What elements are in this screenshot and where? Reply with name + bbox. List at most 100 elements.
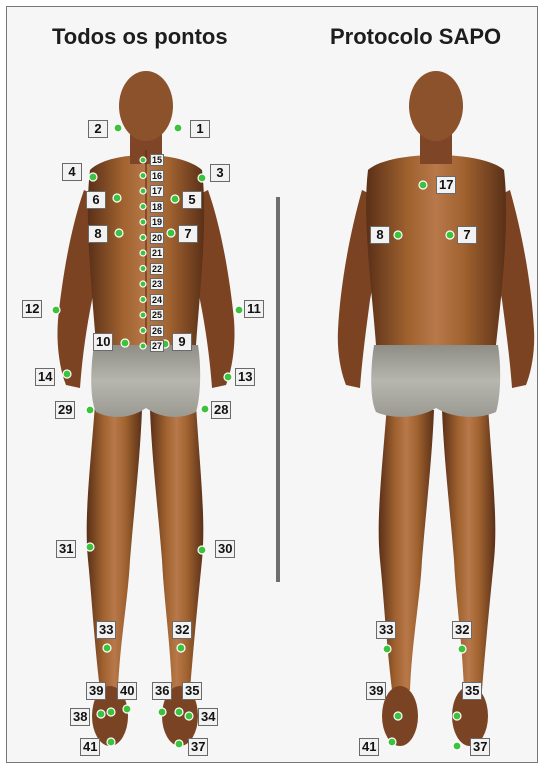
marker-right-32 [458, 645, 466, 653]
marker-left-23 [140, 281, 146, 287]
marker-left-28 [201, 405, 209, 413]
point-label-left-17: 17 [150, 185, 164, 197]
marker-left-19 [140, 219, 146, 225]
marker-left-38 [97, 710, 105, 718]
marker-right-17 [419, 181, 427, 189]
marker-left-8 [115, 229, 123, 237]
point-label-left-37: 37 [188, 738, 208, 756]
point-label-left-34: 34 [198, 708, 218, 726]
marker-left-20 [140, 235, 146, 241]
marker-left-15 [140, 157, 146, 163]
point-label-left-10: 10 [93, 333, 113, 351]
marker-left-41 [107, 738, 115, 746]
point-label-right-35: 35 [462, 682, 482, 700]
point-label-left-40: 40 [117, 682, 137, 700]
point-label-left-19: 19 [150, 216, 164, 228]
marker-left-13 [224, 373, 232, 381]
marker-left-22 [140, 266, 146, 272]
point-label-left-24: 24 [150, 294, 164, 306]
marker-left-2 [114, 124, 122, 132]
marker-left-26 [140, 328, 146, 334]
point-label-left-5: 5 [182, 191, 202, 209]
point-label-right-37: 37 [470, 738, 490, 756]
point-label-left-4: 4 [62, 163, 82, 181]
point-label-right-32: 32 [452, 621, 472, 639]
marker-left-32 [177, 644, 185, 652]
marker-right-35 [453, 712, 461, 720]
marker-left-14 [63, 370, 71, 378]
point-label-left-33: 33 [96, 621, 116, 639]
marker-left-29 [86, 406, 94, 414]
marker-left-3 [198, 174, 206, 182]
point-label-right-7: 7 [457, 226, 477, 244]
marker-left-27 [140, 343, 146, 349]
point-label-left-28: 28 [211, 401, 231, 419]
marker-left-10 [121, 339, 129, 347]
point-label-left-11: 11 [244, 300, 264, 318]
marker-left-40 [123, 705, 131, 713]
point-label-left-7: 7 [178, 225, 198, 243]
point-label-right-41: 41 [359, 738, 379, 756]
point-label-left-38: 38 [70, 708, 90, 726]
marker-left-6 [113, 194, 121, 202]
point-label-right-33: 33 [376, 621, 396, 639]
marker-left-18 [140, 204, 146, 210]
marker-right-37 [453, 742, 461, 750]
point-label-left-12: 12 [22, 300, 42, 318]
point-label-right-17: 17 [436, 176, 456, 194]
marker-left-4 [89, 173, 97, 181]
point-label-left-22: 22 [150, 263, 164, 275]
point-label-left-29: 29 [55, 401, 75, 419]
point-label-left-32: 32 [172, 621, 192, 639]
marker-left-35 [175, 708, 183, 716]
marker-left-25 [140, 312, 146, 318]
marker-left-21 [140, 250, 146, 256]
point-label-left-15: 15 [150, 154, 164, 166]
marker-left-33 [103, 644, 111, 652]
marker-left-1 [174, 124, 182, 132]
marker-right-41 [388, 738, 396, 746]
marker-left-34 [185, 712, 193, 720]
point-label-left-31: 31 [56, 540, 76, 558]
marker-left-11 [235, 306, 243, 314]
point-label-left-27: 27 [150, 340, 164, 352]
point-label-left-21: 21 [150, 247, 164, 259]
marker-left-5 [171, 195, 179, 203]
point-label-right-39: 39 [366, 682, 386, 700]
marker-left-30 [198, 546, 206, 554]
marker-right-39 [394, 712, 402, 720]
point-label-left-30: 30 [215, 540, 235, 558]
marker-left-37 [175, 740, 183, 748]
point-label-left-6: 6 [86, 191, 106, 209]
marker-left-31 [86, 543, 94, 551]
marker-left-17 [140, 188, 146, 194]
point-label-left-14: 14 [35, 368, 55, 386]
point-label-left-41: 41 [80, 738, 100, 756]
point-label-left-39: 39 [86, 682, 106, 700]
point-label-left-3: 3 [210, 164, 230, 182]
body-figure-sapo-protocol [338, 71, 534, 746]
point-label-left-1: 1 [190, 120, 210, 138]
marker-left-7 [167, 229, 175, 237]
point-label-left-35: 35 [182, 682, 202, 700]
point-label-left-23: 23 [150, 278, 164, 290]
point-label-right-8: 8 [370, 226, 390, 244]
point-label-left-16: 16 [150, 170, 164, 182]
point-label-left-20: 20 [150, 232, 164, 244]
marker-left-36 [158, 708, 166, 716]
point-label-left-13: 13 [235, 368, 255, 386]
marker-right-8 [394, 231, 402, 239]
marker-left-39 [107, 708, 115, 716]
point-label-left-9: 9 [172, 333, 192, 351]
point-label-left-26: 26 [150, 325, 164, 337]
marker-right-7 [446, 231, 454, 239]
point-label-left-8: 8 [88, 225, 108, 243]
point-label-left-25: 25 [150, 309, 164, 321]
marker-left-16 [140, 173, 146, 179]
marker-left-24 [140, 297, 146, 303]
marker-left-12 [52, 306, 60, 314]
point-label-left-18: 18 [150, 201, 164, 213]
point-label-left-2: 2 [88, 120, 108, 138]
